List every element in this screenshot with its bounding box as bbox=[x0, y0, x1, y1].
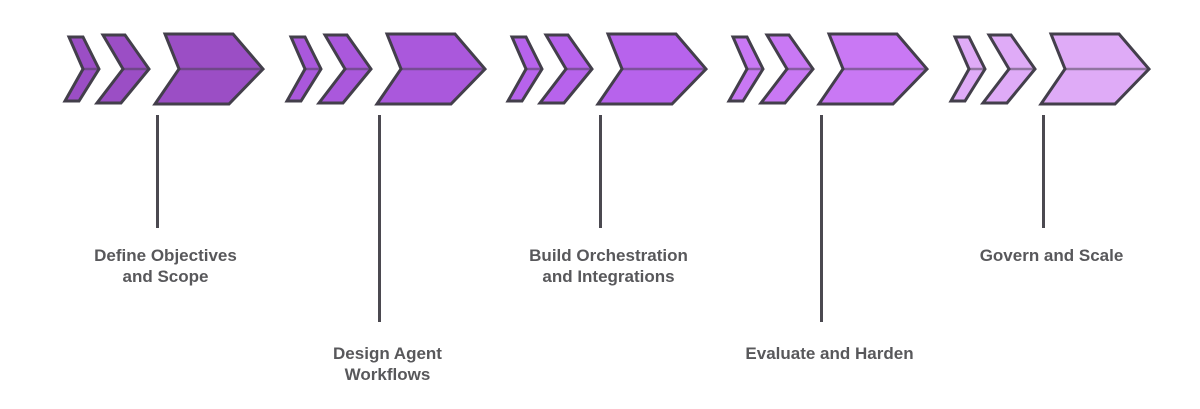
chevron-arrows-icon bbox=[505, 32, 709, 106]
stage-label-line2: and Scope bbox=[122, 267, 209, 286]
stage-label: Define Objectives and Scope bbox=[59, 245, 272, 287]
stage-label-line1: Govern and Scale bbox=[979, 246, 1124, 265]
stage-label-line2: Workflows bbox=[344, 365, 431, 384]
stage-label-line2: and Integrations bbox=[542, 267, 675, 286]
stage-label-line1: Design Agent bbox=[333, 344, 442, 363]
stage-label: Evaluate and Harden bbox=[723, 343, 936, 364]
stage-label-line1: Define Objectives bbox=[94, 246, 237, 265]
connector-line bbox=[1042, 115, 1045, 228]
connector-line bbox=[599, 115, 602, 228]
connector-line bbox=[156, 115, 159, 228]
chevron-arrows-icon bbox=[62, 32, 266, 106]
stage-label: Design Agent Workflows bbox=[281, 343, 494, 385]
connector-line bbox=[378, 115, 381, 322]
stage-label: Build Orchestration and Integrations bbox=[502, 245, 715, 287]
stage-1: Define Objectives and Scope bbox=[59, 32, 272, 393]
chevron-arrows-icon bbox=[948, 32, 1152, 106]
connector-line bbox=[820, 115, 823, 322]
stage-3: Build Orchestration and Integrations bbox=[502, 32, 715, 393]
stage-label-line1: Build Orchestration bbox=[529, 246, 688, 265]
stage-4: Evaluate and Harden bbox=[723, 32, 936, 393]
stage-label: Govern and Scale bbox=[945, 245, 1158, 266]
chevron-arrows-icon bbox=[726, 32, 930, 106]
stage-5: Govern and Scale bbox=[945, 32, 1158, 393]
stage-2: Design Agent Workflows bbox=[281, 32, 494, 393]
stage-label-line1: Evaluate and Harden bbox=[745, 344, 914, 363]
chevron-arrows-icon bbox=[284, 32, 488, 106]
